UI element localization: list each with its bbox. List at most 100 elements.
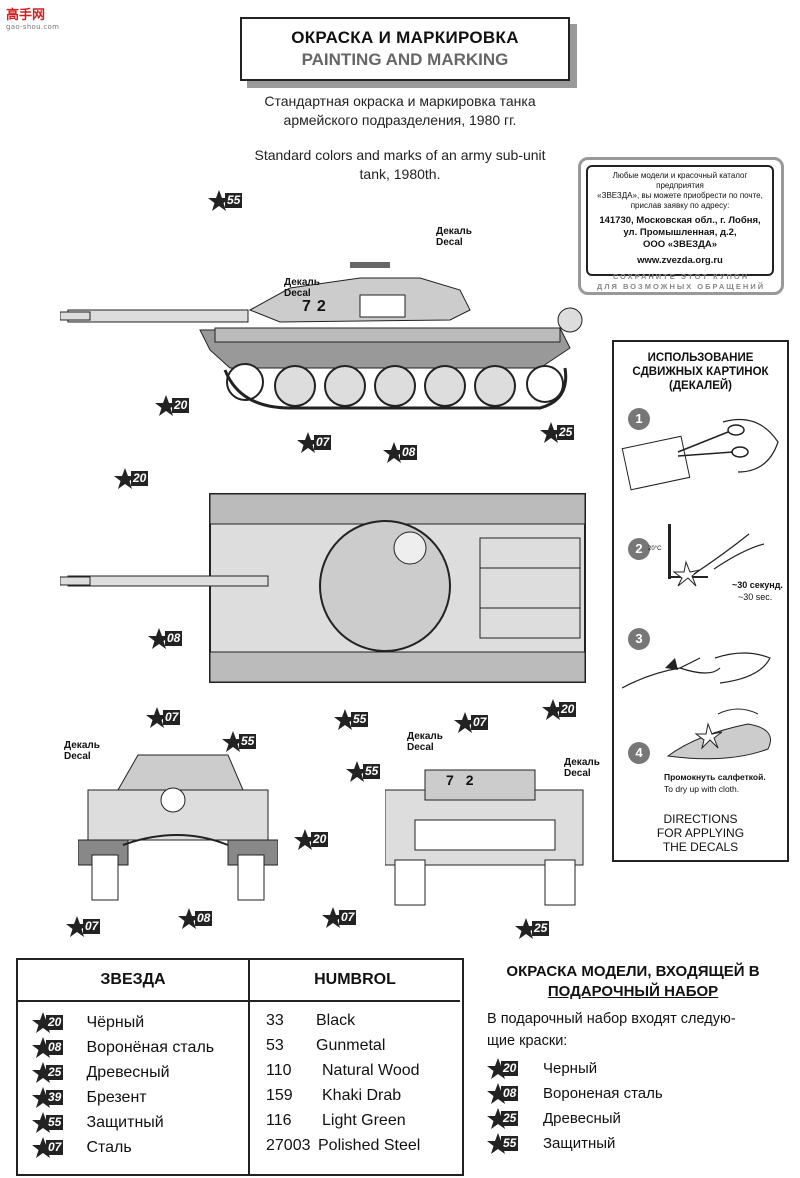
directions-footer-line2: FOR APPLYING xyxy=(656,826,745,840)
zvezda-column-header: ЗВЕЗДА xyxy=(18,960,248,1002)
paint-code: 39 xyxy=(46,1090,64,1105)
table-row: 55 Защитный xyxy=(32,1112,164,1134)
paint-name-ru: Защитный xyxy=(86,1114,164,1132)
humbrol-row: 116 Light Green xyxy=(266,1112,406,1134)
callout-rear-55: 55 xyxy=(346,761,390,783)
callout-front-55: 55 xyxy=(222,731,266,753)
gift-paint-name: Вороненая сталь xyxy=(543,1085,663,1103)
callout-code: 55 xyxy=(225,193,243,208)
gift-intro-line2: щие краски: xyxy=(487,1033,568,1049)
callout-top-55: 55 xyxy=(334,709,378,731)
gift-intro-line1: В подарочный набор входят следую- xyxy=(487,1011,736,1027)
callout-code: 07 xyxy=(339,910,357,925)
soak-time-ru: ~30 секунд. xyxy=(732,580,783,590)
callout-top-20a: 20 xyxy=(114,468,158,490)
paint-code: 20 xyxy=(46,1015,64,1030)
directions-title-line3: (ДЕКАЛЕЙ) xyxy=(669,380,732,392)
tank-front-view-drawing xyxy=(78,754,278,901)
callout-front-20: 20 xyxy=(294,829,338,851)
callout-top-20b: 20 xyxy=(542,699,586,721)
turret-number-rear: 72 xyxy=(446,772,486,788)
humbrol-name: Light Green xyxy=(322,1112,406,1129)
star-icon xyxy=(32,1087,54,1108)
step-2-water-illustration xyxy=(668,524,765,587)
paint-code-badge: 20 xyxy=(32,1012,72,1034)
mail-order-coupon: Любые модели и красочный каталог предпри… xyxy=(578,157,784,295)
callout-code: 20 xyxy=(131,471,149,486)
paint-code-badge: 20 xyxy=(487,1058,527,1080)
subtitle-en: Standard colors and marks of an army sub… xyxy=(200,146,600,184)
star-icon xyxy=(346,761,368,782)
turret-digit-2: 2 xyxy=(316,298,332,315)
star-icon xyxy=(32,1037,54,1058)
star-icon xyxy=(32,1137,54,1158)
coupon-address-line2: ул. Промышленная, д.2, xyxy=(623,227,737,238)
callout-side-55: 55 xyxy=(208,190,252,212)
coupon-inner: Любые модели и красочный каталог предпри… xyxy=(586,165,774,276)
star-icon xyxy=(383,442,405,463)
table-row: 07 Сталь xyxy=(32,1137,132,1159)
humbrol-number: 33 xyxy=(266,1012,284,1029)
paint-name-ru: Брезент xyxy=(86,1089,147,1107)
blot-instruction-ru: Промокнуть салфеткой. xyxy=(664,772,766,782)
paint-code-badge: 08 xyxy=(32,1037,72,1059)
paint-code-badge: 39 xyxy=(32,1087,72,1109)
paint-code: 07 xyxy=(46,1140,64,1155)
step-4-marker: 4 xyxy=(628,742,650,764)
directions-title-line2: СДВИЖНЫХ КАРТИНОК xyxy=(632,366,769,378)
star-icon xyxy=(542,699,564,720)
subtitle-ru-line2: армейского подразделения, 1980 гг. xyxy=(283,112,517,128)
decal-label-ru: Декаль xyxy=(407,731,443,742)
coupon-website: www.zvezda.org.ru xyxy=(637,255,723,266)
star-icon xyxy=(294,829,316,850)
decal-label-en: Decal xyxy=(407,742,434,753)
paint-code: 25 xyxy=(46,1065,64,1080)
star-icon xyxy=(322,907,344,928)
coupon-address-line1: 141730, Московская обл., г. Лобня, xyxy=(599,215,761,226)
star-icon xyxy=(487,1058,509,1079)
star-icon xyxy=(66,916,88,937)
callout-front-08: 08 xyxy=(178,908,222,930)
subtitle-ru: Стандартная окраска и маркировка танка а… xyxy=(200,92,600,130)
humbrol-number: 159 xyxy=(266,1087,293,1104)
paint-name-ru: Чёрный xyxy=(86,1014,145,1032)
step-4-blot-illustration xyxy=(666,708,771,760)
coupon-line3: прислав заявку по адресу: xyxy=(630,201,730,210)
paint-code-badge: 25 xyxy=(487,1108,527,1130)
coupon-address: 141730, Московская обл., г. Лобня, ул. П… xyxy=(588,215,772,251)
decal-label-en: Decal xyxy=(564,768,591,779)
callout-top-08b: 08 xyxy=(148,628,192,650)
paint-code: 20 xyxy=(501,1061,519,1076)
step-1-marker: 1 xyxy=(628,408,650,430)
paint-code-badge: 55 xyxy=(487,1133,527,1155)
star-icon xyxy=(487,1108,509,1129)
star-icon xyxy=(454,712,476,733)
table-row: 25 Древесный xyxy=(32,1062,170,1084)
table-row: 39 Брезент xyxy=(32,1087,147,1109)
decal-label-ru: Декаль xyxy=(564,757,600,768)
callout-side-07: 07 xyxy=(297,432,341,454)
turret-number-side: 72 xyxy=(302,298,332,316)
blot-instruction-en: To dry up with cloth. xyxy=(664,784,740,794)
callout-code: 07 xyxy=(163,710,181,725)
table-row: 08 Воронёная сталь xyxy=(32,1037,214,1059)
star-icon xyxy=(148,628,170,649)
humbrol-number: 110 xyxy=(266,1062,292,1079)
humbrol-number: 27003 xyxy=(266,1137,311,1154)
callout-rear-07a: 07 xyxy=(454,712,498,734)
step-2-marker: 2 xyxy=(628,538,650,560)
subtitle-en-line1: Standard colors and marks of an army sub… xyxy=(254,147,546,163)
decal-label-en: Decal xyxy=(64,751,91,762)
gift-paint-name: Черный xyxy=(543,1060,598,1078)
callout-code: 25 xyxy=(532,921,550,936)
humbrol-number: 116 xyxy=(266,1112,292,1129)
gift-set-intro: В подарочный набор входят следую- щие кр… xyxy=(487,1008,787,1052)
paint-reference-table: ЗВЕЗДА HUMBROL 20 Чёрный 08 Воронёная ст… xyxy=(16,958,464,1176)
decal-label-ru: Декаль xyxy=(436,226,472,237)
